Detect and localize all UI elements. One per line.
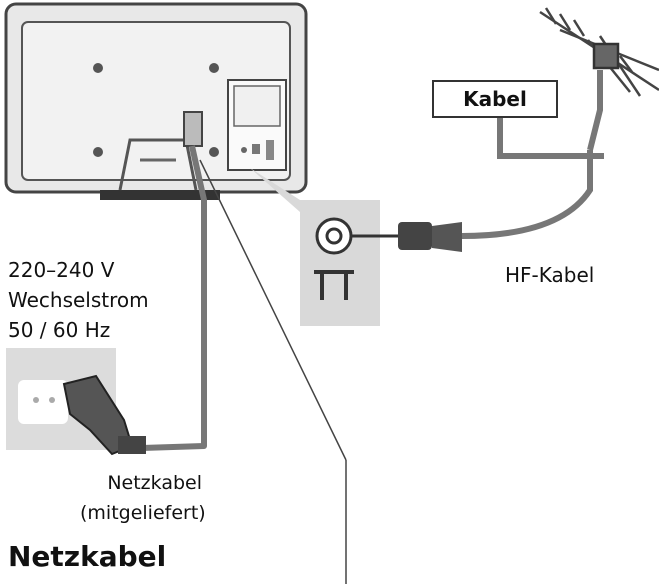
cable-source-box: Kabel — [432, 80, 558, 118]
rf-cable — [350, 70, 604, 252]
power-cable-name: Netzkabel — [107, 472, 202, 494]
antenna-icon — [539, 7, 659, 97]
power-cable-caption: Netzkabel (mitgeliefert) — [80, 468, 206, 528]
tv-back — [4, 2, 308, 200]
section-heading: Netzkabel — [8, 540, 167, 573]
voltage-label: 220–240 V — [8, 258, 115, 282]
power-cable — [141, 145, 207, 451]
power-spec: 220–240 V Wechselstrom 50 / 60 Hz — [8, 255, 149, 345]
power-cable-note: (mitgeliefert) — [80, 502, 206, 524]
rf-cable-label: HF-Kabel — [505, 263, 595, 287]
frequency-label: 50 / 60 Hz — [8, 318, 111, 342]
current-type-label: Wechselstrom — [8, 288, 149, 312]
wall-socket — [6, 348, 146, 456]
